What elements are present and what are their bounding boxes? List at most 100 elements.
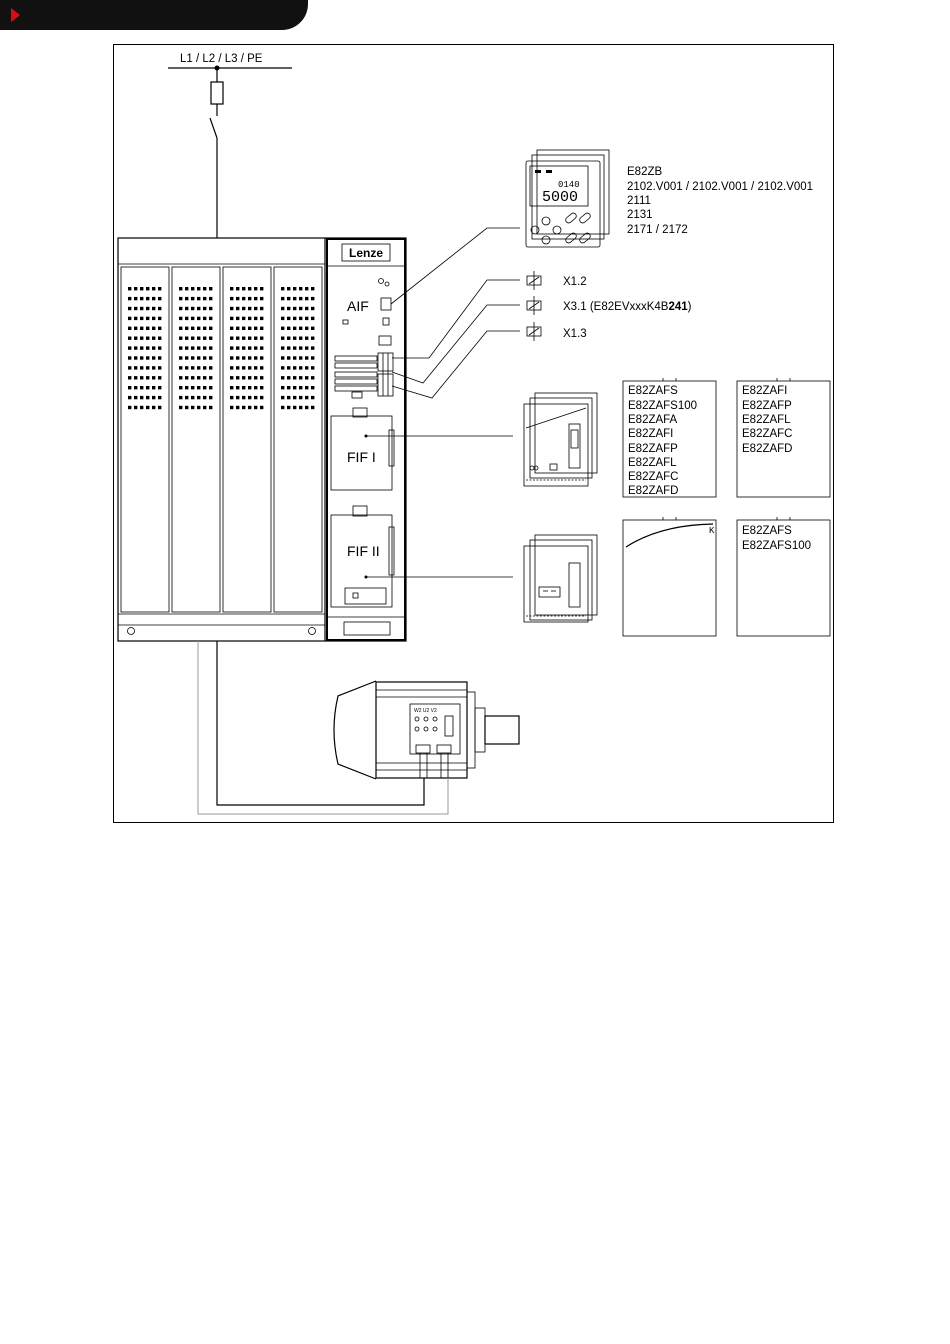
vent-hole [299,327,302,330]
keypad-shift-button[interactable] [553,226,561,234]
vent-hole [185,327,188,330]
vent-hole [179,356,182,359]
vent-hole [140,386,143,389]
vent-hole [134,396,137,399]
vent-hole [197,386,200,389]
vent-hole [197,396,200,399]
vent-hole [230,366,233,369]
motor-terminal-labels: W2 U2 V2 [414,708,437,714]
vent-hole [230,297,233,300]
vent-hole [281,346,284,349]
module-code: E82ZAFP [628,443,678,455]
vent-hole [236,337,239,340]
vent-hole [203,337,206,340]
vent-hole [287,287,290,290]
vent-hole [311,297,314,300]
module-code: E82ZAFC [628,471,679,483]
vent-hole [140,396,143,399]
vent-hole [230,396,233,399]
vent-hole [203,406,206,409]
vent-hole [242,287,245,290]
vent-hole [281,337,284,340]
vent-hole [305,307,308,310]
vent-hole [197,287,200,290]
aif-port [381,298,391,310]
keypad-main-value: 5000 [542,189,578,206]
vent-hole [191,406,194,409]
terminal-labels: X1.2 X3.1 (E82EVxxxK4B241) X1.3 [527,271,692,341]
vent-hole [158,366,161,369]
vent-hole [146,376,149,379]
vent-hole [134,356,137,359]
vent-hole [230,376,233,379]
vent-hole [260,366,263,369]
vent-hole [203,366,206,369]
vent-hole [230,346,233,349]
keypad-run-button[interactable] [564,212,577,224]
vent-hole [185,366,188,369]
vent-hole [242,396,245,399]
vent-hole [185,337,188,340]
vent-hole [236,396,239,399]
vent-hole [203,346,206,349]
vent-hole [128,337,131,340]
vent-hole [293,406,296,409]
vent-hole [134,376,137,379]
module-code: E82ZAFS100 [628,400,697,412]
vent-hole [179,307,182,310]
vent-hole [305,327,308,330]
vent-hole [281,297,284,300]
vent-hole [158,327,161,330]
keypad-stop-button[interactable] [578,212,591,224]
vent-hole [209,317,212,320]
vent-hole [209,366,212,369]
vent-hole [146,386,149,389]
vent-hole [197,317,200,320]
vent-hole [281,396,284,399]
vent-hole [140,287,143,290]
keypad-code: 2171 / 2172 [627,224,688,236]
vent-hole [305,297,308,300]
switch-icon [210,118,217,138]
brand-label: Lenze [349,246,383,260]
vent-hole [146,337,149,340]
vent-hole [281,287,284,290]
vent-hole [134,287,137,290]
vent-hole [179,346,182,349]
vent-hole [287,297,290,300]
vent-hole [128,307,131,310]
vent-hole [299,376,302,379]
vent-hole [236,376,239,379]
vent-hole [146,396,149,399]
vent-hole [152,366,155,369]
vent-hole [209,307,212,310]
vent-hole [230,317,233,320]
vent-hole [128,386,131,389]
vent-hole [260,396,263,399]
vent-hole [242,376,245,379]
vent-hole [134,307,137,310]
vent-hole [209,337,212,340]
vent-hole [152,297,155,300]
vent-hole [254,337,257,340]
keypad-up-button[interactable] [542,217,550,225]
keypad-code: E82ZB [627,166,662,178]
vent-hole [128,356,131,359]
vent-hole [311,327,314,330]
vent-hole [299,297,302,300]
vent-hole [203,317,206,320]
vent-hole [152,346,155,349]
vent-hole [281,356,284,359]
vent-hole [242,307,245,310]
vent-hole [248,337,251,340]
vent-hole [293,327,296,330]
vent-hole [254,376,257,379]
vent-hole [287,366,290,369]
vent-hole [287,346,290,349]
vent-hole [179,376,182,379]
vent-hole [209,327,212,330]
vent-hole [293,386,296,389]
vent-hole [158,287,161,290]
keypad-down-button[interactable] [542,236,550,244]
motor: W2 U2 V2 [334,681,519,779]
